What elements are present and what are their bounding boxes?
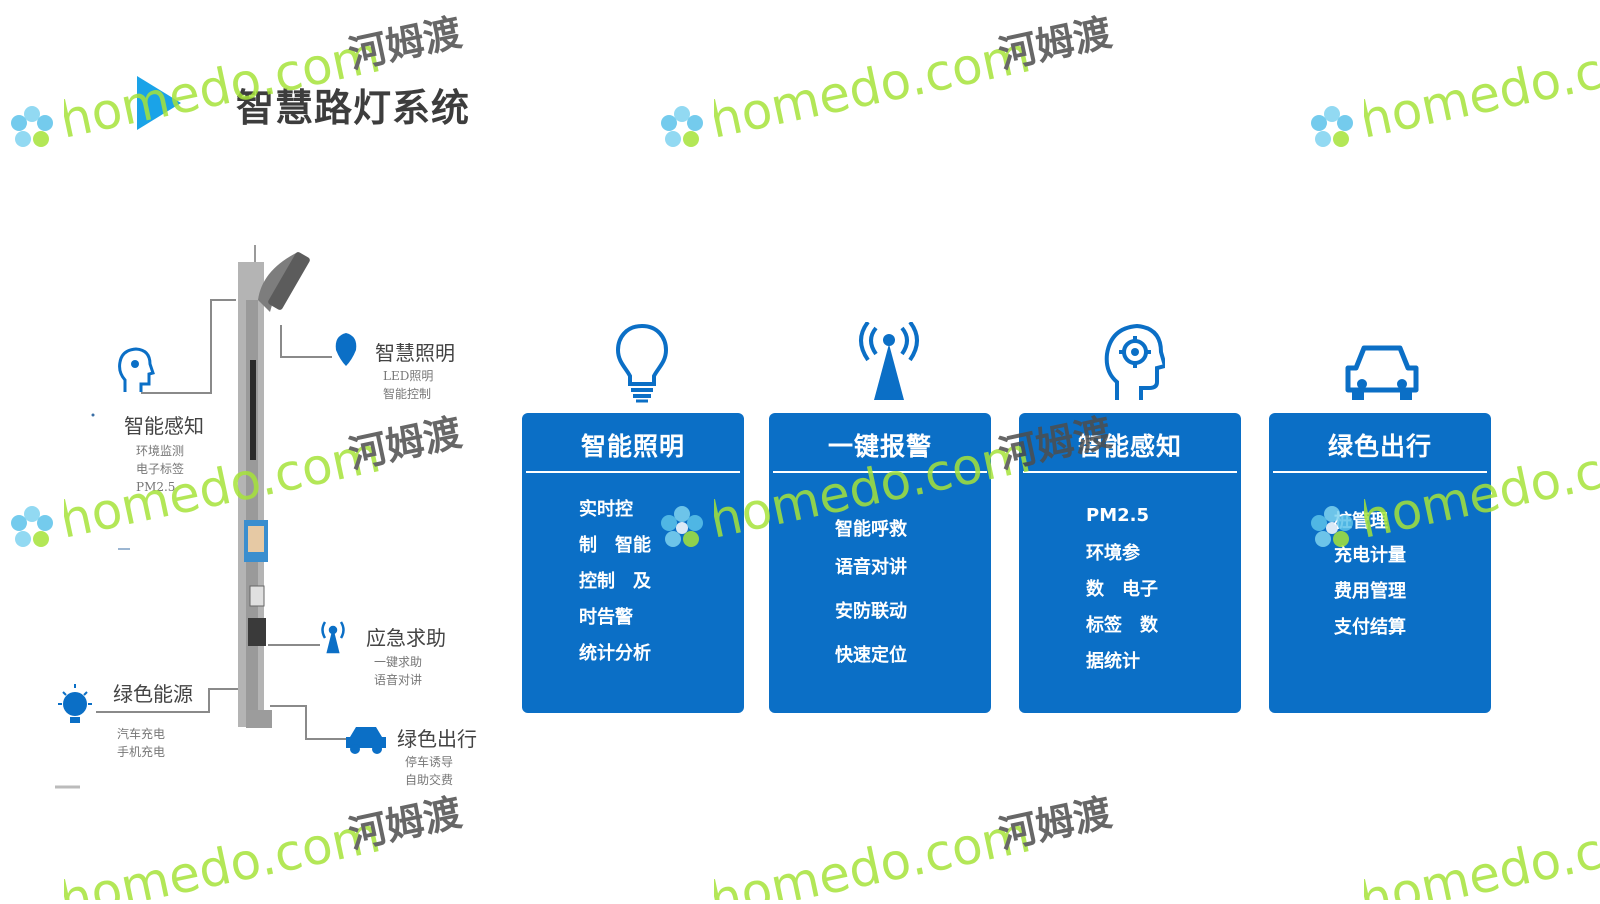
connector-green-travel <box>270 705 347 740</box>
card-item: 桩管理 <box>1334 511 1388 532</box>
card-divider <box>1023 471 1237 473</box>
watermark-cn: 河姆渡 <box>995 790 1116 857</box>
title-arrow-icon <box>137 76 181 130</box>
watermark-brand: homedo.com <box>1364 805 1600 900</box>
watermark-8: homedo.com 河姆渡 <box>704 790 1134 904</box>
label-green-energy: 绿色能源 <box>113 682 193 706</box>
label-emergency-help-line-2: 语音对讲 <box>374 673 423 687</box>
label-green-travel-line-2: 自助交费 <box>405 773 454 787</box>
label-smart-sensing: 智能感知 <box>124 414 204 438</box>
card-item: 统计分析 <box>579 643 651 664</box>
card-item: 智能呼救 <box>835 519 907 540</box>
card-item: 数 电子 <box>1086 579 1158 600</box>
feature-card-smart-lighting[interactable]: 智能照明 实时控 制 智能 控制 及 时告警 统计分析 <box>522 413 744 713</box>
card-item: 实时控 <box>579 499 633 520</box>
watermark-brand: homedo.com <box>714 805 1035 900</box>
watermark-brand: homedo.com <box>1364 25 1600 149</box>
watermark-3: homedo.com <box>1354 10 1600 154</box>
head-gear-icon <box>118 347 155 392</box>
pole-button-panel <box>249 585 265 607</box>
lamp-head <box>268 252 310 310</box>
watermark-2: homedo.com 河姆渡 <box>704 10 1134 154</box>
card-divider <box>773 471 987 473</box>
watermark-9: homedo.com <box>1354 790 1600 904</box>
light-drop-icon <box>335 333 357 366</box>
antenna-icon <box>859 322 919 400</box>
card-item: 费用管理 <box>1334 581 1406 602</box>
pole-charger <box>248 618 266 646</box>
card-item: 制 智能 <box>579 535 651 556</box>
label-smart-sensing-line-3: PM2.5 <box>136 480 176 494</box>
label-emergency-help-line-1: 一键求助 <box>374 655 423 669</box>
watermark-cn: 河姆渡 <box>995 10 1116 77</box>
connector-smart-sensing <box>141 299 236 394</box>
feature-card-green-travel[interactable]: 绿色出行 桩管理 充电计量 费用管理 支付结算 <box>1269 413 1491 713</box>
card-item: 时告警 <box>579 607 633 628</box>
card-title: 智能照明 <box>580 432 685 461</box>
card-title: 绿色出行 <box>1327 432 1432 461</box>
label-smart-lighting-line-1: LED照明 <box>383 369 434 383</box>
label-green-travel-line-1: 停车诱导 <box>405 755 454 769</box>
label-green-energy-line-1: 汽车充电 <box>117 727 166 741</box>
card-item: 支付结算 <box>1334 617 1406 638</box>
pole-led-strip <box>250 360 256 460</box>
lightbulb-icon <box>615 323 669 403</box>
card-divider <box>526 471 740 473</box>
label-green-travel: 绿色出行 <box>397 727 477 751</box>
label-green-energy-line-2: 手机充电 <box>117 745 166 759</box>
watermark-brand: homedo.com <box>714 25 1035 149</box>
label-smart-sensing-line-1: 环境监测 <box>136 444 185 458</box>
connector-green-energy <box>96 688 239 713</box>
card-item: 快速定位 <box>835 645 907 666</box>
head-gear-icon <box>1104 323 1165 400</box>
card-item: 安防联动 <box>835 601 907 622</box>
feature-card-smart-sensing[interactable]: 智能感知 PM2.5 环境参 数 电子 标签 数 据统计 <box>1019 413 1241 713</box>
card-item: 标签 数 <box>1086 615 1158 636</box>
card-item: 充电计量 <box>1334 545 1406 566</box>
street-light-pole-diagram <box>55 245 386 789</box>
label-smart-lighting-line-2: 智能控制 <box>383 387 432 401</box>
feature-card-one-key-alarm[interactable]: 一键报警 智能呼救 语音对讲 安防联动 快速定位 <box>769 413 991 713</box>
car-icon <box>1345 345 1419 400</box>
car-icon <box>346 727 386 754</box>
card-item: 控制 及 <box>579 571 651 592</box>
card-item: 环境参 <box>1086 543 1140 564</box>
card-item: 据统计 <box>1086 651 1140 672</box>
card-item: PM2.5 <box>1086 505 1149 526</box>
antenna-icon <box>321 621 345 654</box>
card-item: 语音对讲 <box>835 557 907 578</box>
label-smart-sensing-line-2: 电子标签 <box>136 462 185 476</box>
card-title: 一键报警 <box>827 432 932 461</box>
page-title: 智慧路灯系统 <box>236 86 471 130</box>
label-smart-lighting: 智慧照明 <box>375 341 455 365</box>
label-emergency-help: 应急求助 <box>366 626 446 650</box>
card-title: 智能感知 <box>1077 432 1182 461</box>
card-divider <box>1273 471 1487 473</box>
connector-smart-lighting <box>280 325 332 358</box>
bulb-icon <box>58 684 92 723</box>
